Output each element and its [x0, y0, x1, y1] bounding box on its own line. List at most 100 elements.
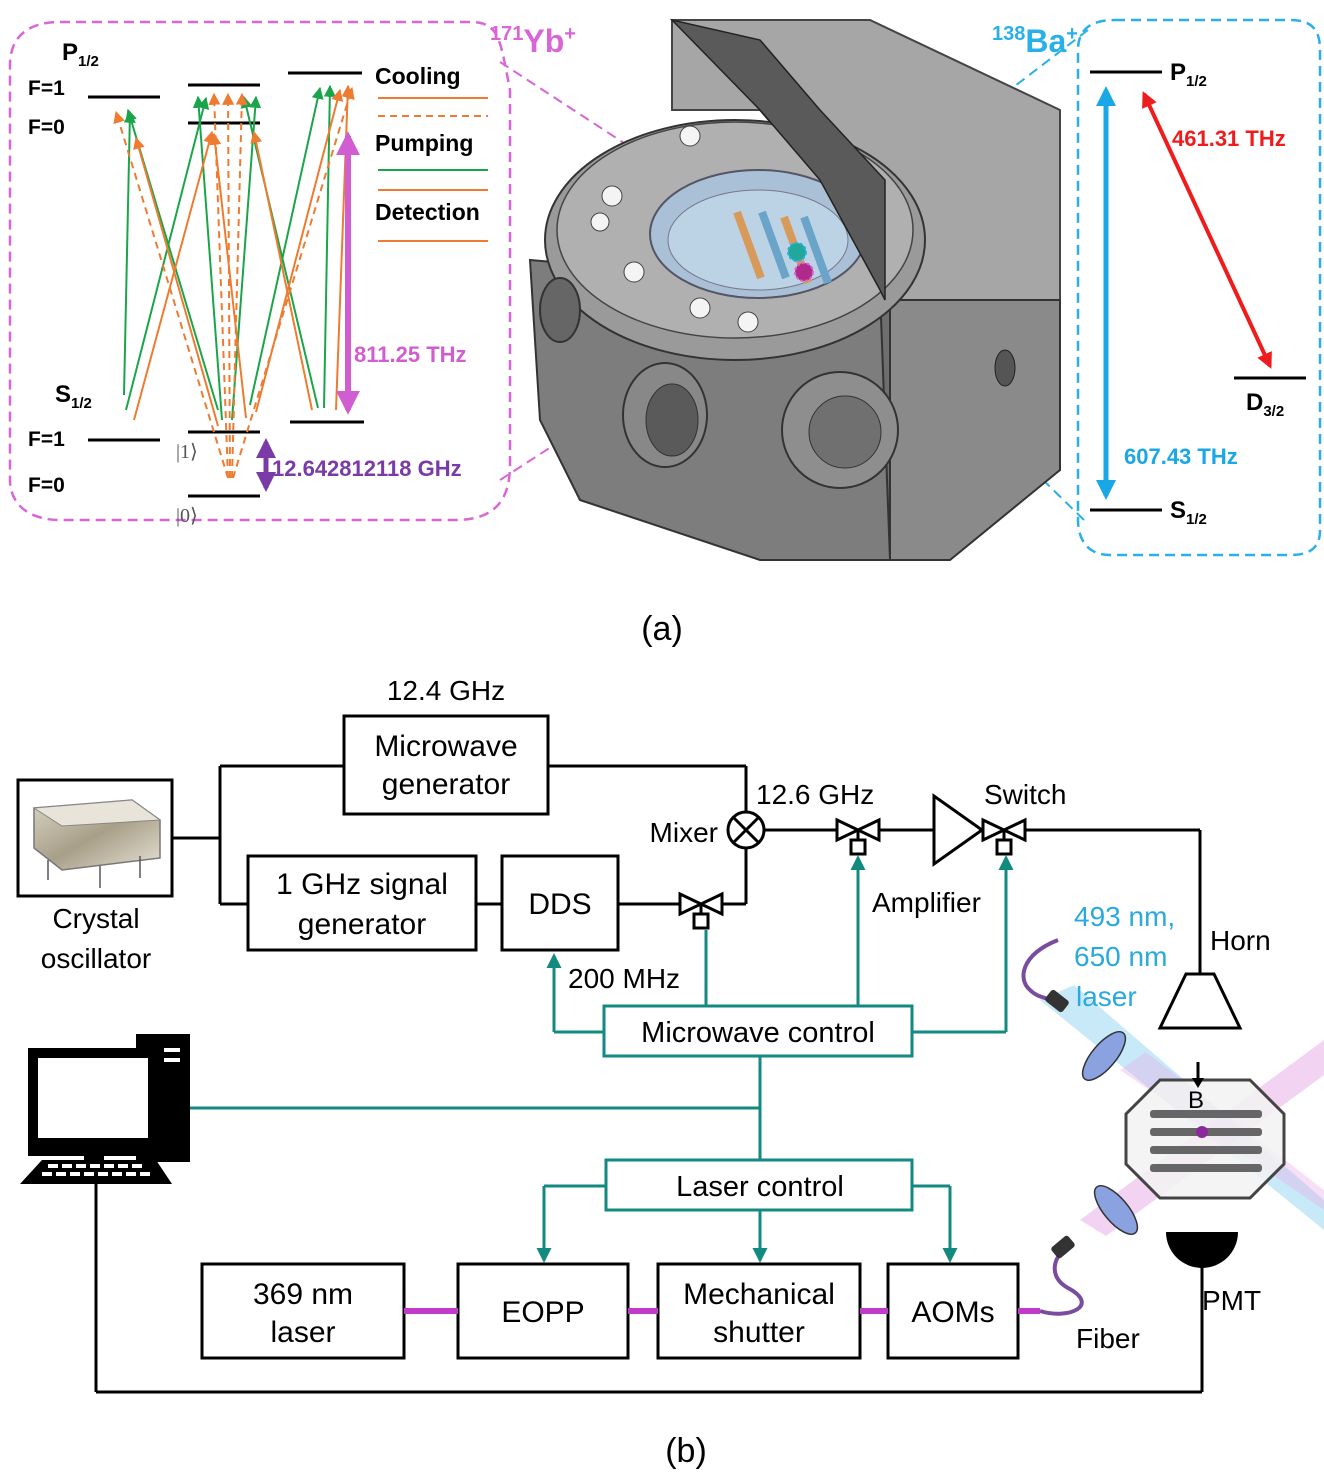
orange-arrow	[133, 136, 219, 427]
ba-fiber-tip	[1045, 989, 1069, 1013]
vacuum-chamber-image	[528, 18, 1061, 561]
yb-ion-marker	[794, 262, 814, 282]
flange-bolt	[590, 212, 610, 232]
schematic	[16, 714, 1243, 1394]
shutter-box	[656, 1262, 862, 1360]
electrode	[1150, 1146, 1262, 1154]
mixer-label: Mixer	[650, 817, 718, 848]
orange-arrow	[133, 130, 215, 421]
caption-b: (b)	[665, 1432, 707, 1470]
crystal-can-top	[32, 799, 162, 827]
green-arrow	[125, 96, 210, 411]
legend-cooling: Cooling	[375, 63, 461, 89]
yb-dashed-decays	[113, 86, 355, 479]
laser-control-label: Laser control	[676, 1171, 844, 1203]
yb-green-transitions	[123, 84, 336, 421]
schematic-labels: Crystal oscillator 12.4 GHz Microwave ge…	[41, 675, 1271, 1354]
yb-legend: Cooling Pumping Detection	[375, 63, 488, 242]
green-arrow	[323, 84, 336, 409]
yb-p-f0-label: F=0	[28, 116, 65, 139]
green-arrow	[123, 110, 136, 396]
yb-mass: 171	[490, 23, 523, 45]
lens-ba	[1081, 1031, 1127, 1081]
green-arrow	[249, 86, 324, 406]
ba-blue-freq: 607.43 THz	[1124, 444, 1238, 469]
dashed-decay	[232, 86, 355, 479]
control-lines	[190, 855, 1014, 1263]
yb-p-label: P1/2	[62, 39, 99, 70]
shutter-label-2: shutter	[713, 1316, 805, 1349]
rf-switches	[678, 817, 1027, 930]
computer-icon	[20, 1034, 190, 1184]
switch-main	[981, 817, 1027, 856]
amplifier-symbol	[932, 793, 985, 867]
horn-label: Horn	[1210, 925, 1271, 956]
front-viewport-inner	[808, 395, 882, 469]
eopp-label: EOPP	[501, 1296, 584, 1329]
yb-ion-label: 171Yb+	[490, 23, 576, 59]
mw-gen-label-1: Microwave	[374, 730, 517, 763]
trap-rod	[800, 215, 832, 285]
green-arrow	[240, 95, 319, 409]
freq-200-label: 200 MHz	[568, 963, 680, 994]
right-port	[994, 349, 1016, 387]
switch-label: Switch	[984, 779, 1066, 810]
side-viewport-inner	[645, 383, 699, 457]
lens-yb	[1093, 1185, 1139, 1235]
electrode	[1150, 1110, 1262, 1118]
sig-gen-label-1: 1 GHz signal	[276, 868, 448, 901]
ba-ion-marker	[787, 242, 807, 262]
yb-charge: +	[564, 23, 576, 45]
shutter-label-1: Mechanical	[683, 1278, 835, 1311]
aoms-label: AOMs	[911, 1296, 994, 1329]
side-port	[539, 277, 581, 343]
ba-laser-label-3: laser	[1076, 981, 1137, 1012]
ion-center	[1196, 1126, 1208, 1138]
sig-gen-label-2: generator	[298, 908, 426, 941]
yb-fiber-tip	[1051, 1235, 1075, 1259]
legend-pumping: Pumping	[375, 130, 473, 156]
green-arrow	[192, 95, 223, 421]
horn-symbol	[1157, 972, 1243, 1030]
dashed-decay	[222, 92, 235, 479]
yb-ket0: |0⟩	[176, 505, 198, 527]
mw-gen-label-2: generator	[382, 768, 510, 801]
trap-rod	[758, 210, 790, 280]
yb-s-f1-label: F=1	[28, 428, 65, 451]
yb-frame	[8, 20, 512, 522]
yb-hyperfine-label: 12.642812118 GHz	[272, 456, 462, 481]
zoom-line-ba-top	[813, 29, 1089, 241]
ba-d-label: D3/2	[1246, 389, 1284, 420]
ba-frame	[1076, 18, 1322, 557]
legend-detection: Detection	[375, 199, 480, 225]
flange-bolt	[601, 185, 623, 207]
dashed-decay	[208, 92, 229, 479]
mw-freq-label: 12.4 GHz	[387, 675, 505, 706]
ba-ion-label: 138Ba+	[992, 23, 1078, 59]
flange-bolt	[737, 311, 759, 333]
flange-bolt	[689, 297, 711, 319]
ba-level-scheme: 138Ba+ P1/2 S1/2 D3/2 607.43 THz 461.31 …	[992, 18, 1322, 557]
flange-bolt	[623, 261, 645, 283]
ba-laser-label-2: 650 nm	[1074, 941, 1167, 972]
orange-arrow	[250, 130, 313, 411]
freq-126-label: 12.6 GHz	[756, 779, 874, 810]
laser369-label-2: laser	[270, 1316, 335, 1349]
yb-s-f0-label: F=0	[28, 474, 65, 497]
fiber-label: Fiber	[1076, 1323, 1140, 1354]
amplifier-label: Amplifier	[872, 887, 981, 918]
green-arrow	[231, 95, 262, 421]
orange-arrow	[209, 132, 247, 419]
ba-red-freq: 461.31 THz	[1172, 126, 1286, 151]
trap-octagon	[1124, 1078, 1286, 1200]
yb-fiber	[1039, 1248, 1084, 1316]
crystal-label-1: Crystal	[52, 903, 139, 934]
switch-126	[835, 817, 881, 856]
yb-level-scheme: 171Yb+ P1/2 F=1 F=0 S1/2 F=1 F=0 |1⟩ |0⟩	[8, 20, 576, 527]
caption-a: (a)	[641, 610, 683, 648]
dds-box	[500, 854, 620, 952]
dashed-decay	[113, 110, 229, 479]
microwave-generator-box	[342, 714, 550, 816]
yb-optical-freq-label: 811.25 THz	[354, 342, 467, 367]
